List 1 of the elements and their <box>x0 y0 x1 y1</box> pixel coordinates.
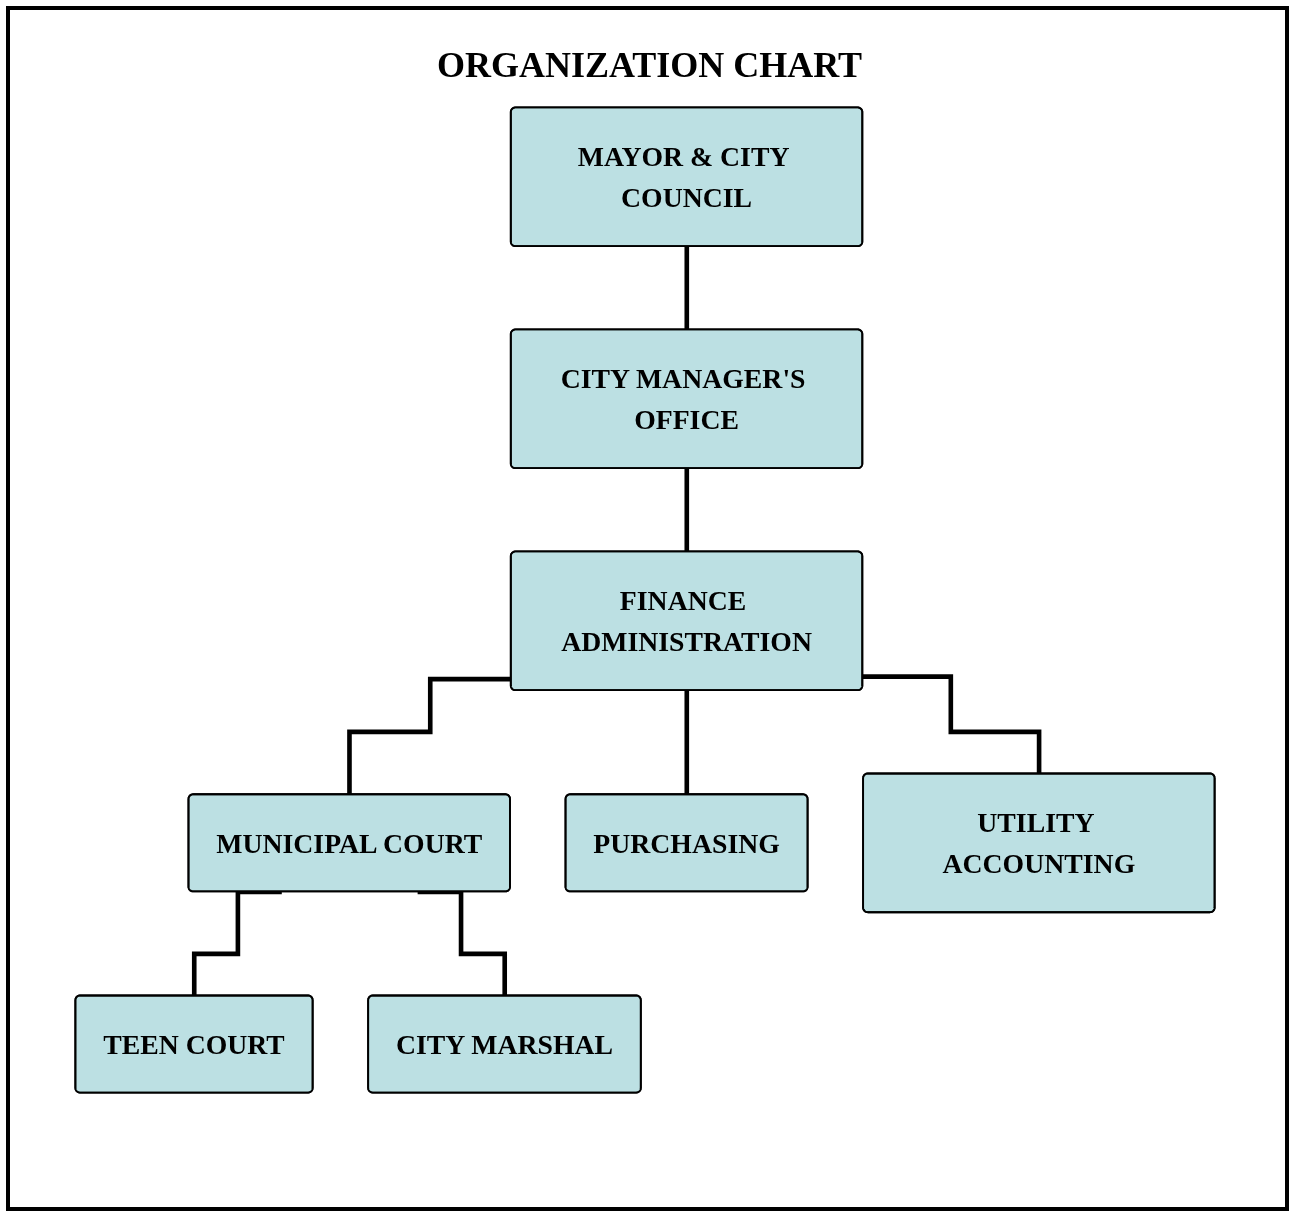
chart-title: ORGANIZATION CHART <box>436 44 863 86</box>
